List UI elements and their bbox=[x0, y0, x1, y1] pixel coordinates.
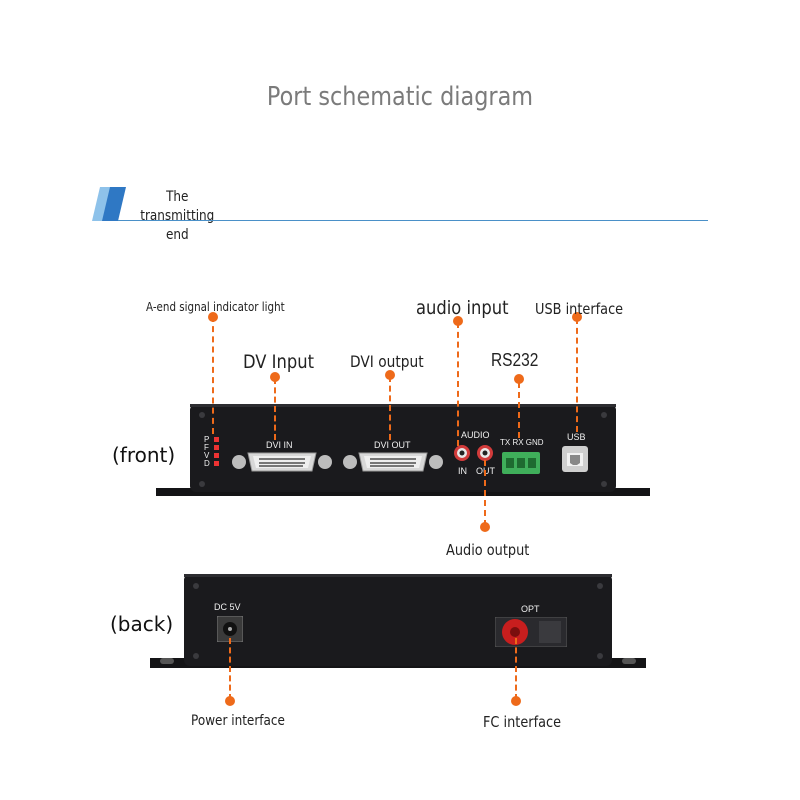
callout-dot-power bbox=[225, 696, 235, 706]
callout-dot-audio-input bbox=[453, 316, 463, 326]
optical-port-icon bbox=[494, 616, 568, 648]
section-title: The transmitting end bbox=[136, 188, 219, 245]
section-divider bbox=[118, 220, 708, 221]
callout-line-dvi-output bbox=[389, 376, 391, 440]
audio-in-label: IN bbox=[458, 466, 467, 476]
dvi-in-connector-icon bbox=[231, 451, 333, 473]
callout-dot-fc bbox=[511, 696, 521, 706]
callout-dot-dv-input bbox=[270, 372, 280, 382]
label-dv-input: DV Input bbox=[243, 351, 314, 373]
led-letters: P F V D bbox=[204, 435, 210, 468]
dvi-in-label: DVI IN bbox=[266, 440, 293, 450]
label-indicator: A-end signal indicator light bbox=[146, 300, 285, 314]
label-rs232: RS232 bbox=[491, 350, 539, 370]
callout-line-usb bbox=[576, 318, 578, 432]
usb-port-icon bbox=[562, 446, 588, 472]
section-stripe-icon bbox=[92, 187, 128, 221]
callout-line-fc bbox=[515, 638, 517, 700]
label-audio-output: Audio output bbox=[446, 541, 530, 559]
usb-panel-label: USB bbox=[567, 432, 586, 442]
callout-line-indicator bbox=[212, 316, 214, 434]
label-fc: FC interface bbox=[483, 713, 562, 731]
callout-dot-indicator bbox=[208, 312, 218, 322]
audio-label: AUDIO bbox=[461, 430, 490, 440]
callout-line-audio-input bbox=[457, 322, 459, 446]
rs232-pin-labels: TX RX GND bbox=[500, 438, 544, 447]
label-dvi-output: DVI output bbox=[350, 352, 424, 371]
audio-in-jack-icon bbox=[453, 444, 471, 462]
callout-dot-rs232 bbox=[514, 374, 524, 384]
callout-line-power bbox=[229, 638, 231, 700]
section-title-line2: end bbox=[165, 227, 189, 243]
callout-line-dv-input bbox=[274, 378, 276, 440]
rs232-terminal-icon bbox=[502, 452, 540, 474]
callout-dot-dvi-output bbox=[385, 370, 395, 380]
dvi-out-connector-icon bbox=[342, 451, 444, 473]
callout-dot-usb bbox=[572, 312, 582, 322]
callout-line-audio-output bbox=[484, 460, 486, 526]
audio-out-jack-icon bbox=[476, 444, 494, 462]
label-usb: USB interface bbox=[535, 300, 624, 318]
callout-line-rs232 bbox=[518, 382, 520, 438]
page-title: Port schematic diagram bbox=[266, 82, 534, 112]
front-label: (front) bbox=[112, 443, 176, 467]
label-audio-input: audio input bbox=[416, 297, 509, 319]
back-label: (back) bbox=[110, 612, 174, 636]
opt-label: OPT bbox=[521, 604, 540, 614]
callout-dot-audio-output bbox=[480, 522, 490, 532]
dc-label: DC 5V bbox=[214, 602, 241, 612]
label-power: Power interface bbox=[191, 713, 285, 729]
dvi-out-label: DVI OUT bbox=[374, 440, 411, 450]
indicator-leds bbox=[214, 436, 220, 468]
